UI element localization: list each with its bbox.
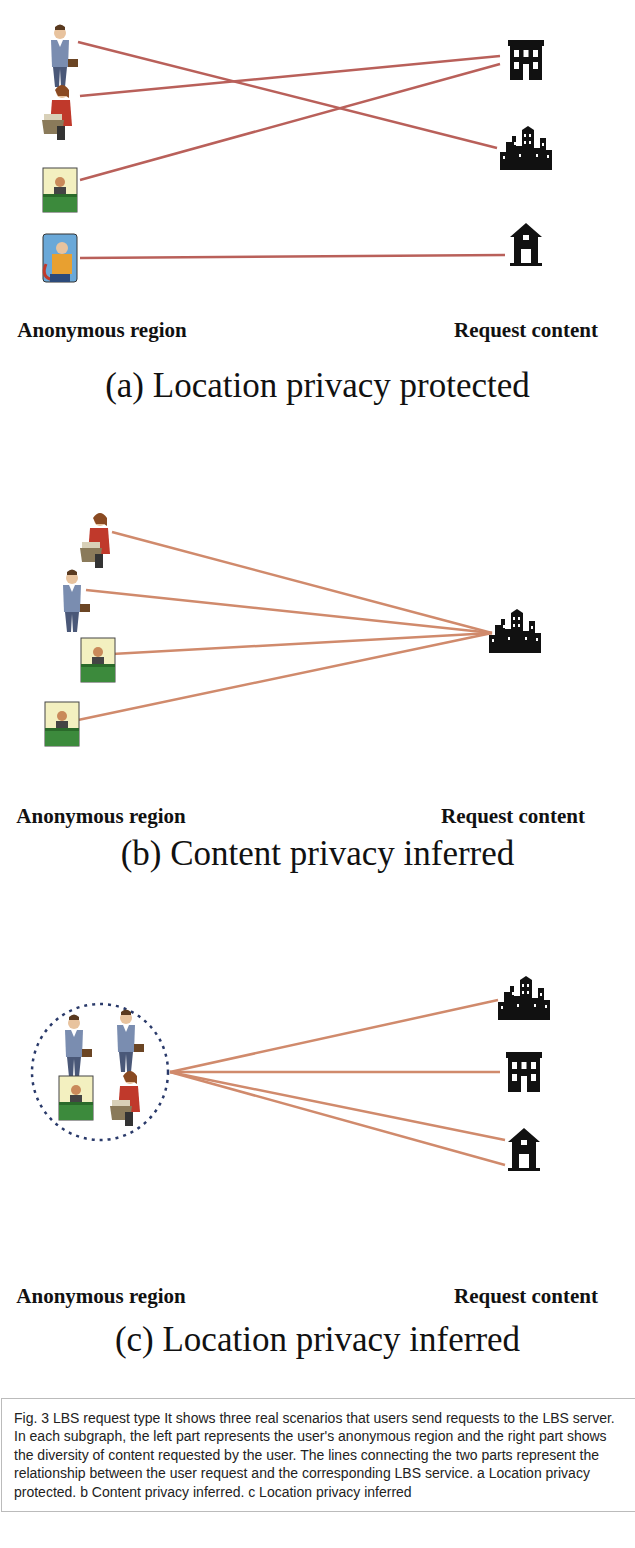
region-label: Anonymous region xyxy=(16,1284,185,1309)
region-label: Request content xyxy=(454,318,598,343)
region-label: Anonymous region xyxy=(17,318,186,343)
subfigure-title: (b) Content privacy inferred xyxy=(0,834,635,874)
region-ellipse: Anonymous region xyxy=(22,478,180,790)
ellipse-outline xyxy=(455,946,597,1270)
ellipse-outline xyxy=(15,946,187,1270)
region-label: Request content xyxy=(454,1284,598,1309)
region-label: Anonymous region xyxy=(16,804,185,829)
figure-caption: Fig. 3 LBS request type It shows three r… xyxy=(14,1409,623,1501)
region-ellipse: Anonymous region xyxy=(22,8,182,304)
subfigure-title: (c) Location privacy inferred xyxy=(0,1320,635,1360)
region-ellipse: Anonymous region xyxy=(15,946,187,1270)
subfigure-title: (a) Location privacy protected xyxy=(0,366,635,406)
ellipse-outline xyxy=(22,8,182,304)
ellipse-outline xyxy=(447,478,579,790)
caption-box: Fig. 3 LBS request type It shows three r… xyxy=(1,1398,635,1512)
region-ellipse: Request content xyxy=(455,8,597,304)
ellipse-outline xyxy=(455,8,597,304)
ellipse-outline xyxy=(22,478,180,790)
region-ellipse: Request content xyxy=(447,478,579,790)
region-ellipse: Request content xyxy=(455,946,597,1270)
region-label: Request content xyxy=(441,804,585,829)
